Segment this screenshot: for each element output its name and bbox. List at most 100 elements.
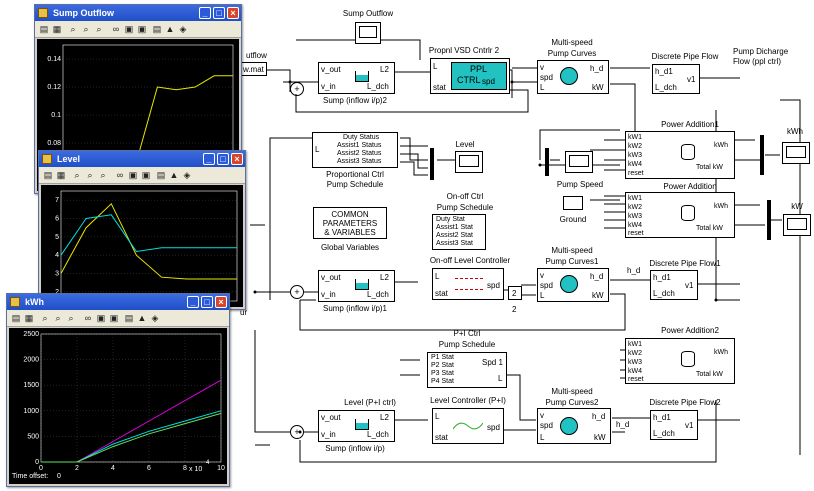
close-icon[interactable]: × <box>215 296 227 308</box>
lock-icon[interactable]: ▲ <box>165 24 175 34</box>
pump-speed-label: Pump Speed <box>556 180 604 189</box>
save-axes-icon[interactable]: ▣ <box>96 313 106 323</box>
parameters-icon[interactable]: ▤ <box>152 24 162 34</box>
sump-block-top[interactable]: v_out v_in L2 L_dch <box>318 62 395 94</box>
restore-axes-icon[interactable]: ▣ <box>137 24 147 34</box>
level-ctrl-pi-block[interactable]: L stat spd <box>432 408 504 444</box>
zoom-x-icon[interactable]: ⌕ <box>83 24 89 34</box>
kw-scope[interactable] <box>783 214 811 236</box>
zoom-icon[interactable]: ⌕ <box>42 313 48 323</box>
y-tick-label: 0 <box>35 459 39 466</box>
minimize-icon[interactable]: _ <box>203 153 215 165</box>
workspace-mat-block[interactable]: w.mat <box>241 62 267 76</box>
zoom-icon[interactable]: ⌕ <box>74 170 80 180</box>
y-tick-label: 2 <box>55 289 59 296</box>
sump-top-label: Sump (inflow i/p)2 <box>322 96 388 105</box>
zoom-x-icon[interactable]: ⌕ <box>87 170 93 180</box>
zoom-icon[interactable]: ⌕ <box>70 24 76 34</box>
print-icon[interactable]: ▤ <box>39 24 49 34</box>
level-pi-label: Level (P+I ctrl) <box>344 398 396 407</box>
kwh-mux[interactable] <box>760 135 764 175</box>
level-titlebar[interactable]: Level _ □ × <box>39 151 245 167</box>
x-tick-label: 8 <box>183 465 187 472</box>
onoff-level-ctrl-block[interactable]: L stat spd <box>432 268 504 300</box>
restore-axes-icon[interactable]: ▣ <box>109 313 119 323</box>
floating-scope-icon[interactable]: ◈ <box>151 313 159 323</box>
pump-curves-block[interactable]: v spd L h_d kW <box>537 60 609 94</box>
save-axes-icon[interactable]: ▣ <box>124 24 134 34</box>
common-parameters-block[interactable]: COMMON PARAMETERS & VARIABLES <box>313 207 387 239</box>
sump-block-mid[interactable]: v_out v_in L2 L_dch <box>318 270 395 302</box>
minimize-icon[interactable]: _ <box>187 296 199 308</box>
proportional-schedule-block[interactable]: Duty Status Assist1 Status Assist2 Statu… <box>312 132 398 168</box>
zoom-y-icon[interactable]: ⌕ <box>100 170 106 180</box>
lock-icon[interactable]: ▲ <box>137 313 147 323</box>
ur-label: ur <box>240 308 248 317</box>
multispeed1-title: Multi-speed <box>551 246 593 255</box>
gain-2-block[interactable]: 2 <box>508 286 522 300</box>
bot-v-in-port: v_in <box>321 430 336 439</box>
onoff-schedule-block[interactable]: Duty Stat Assist1 Stat Assist2 Stat Assi… <box>432 214 486 250</box>
parameters-icon[interactable]: ▤ <box>156 170 166 180</box>
floating-scope-icon[interactable]: ◈ <box>179 24 187 34</box>
discrete-pipe-block-bottom[interactable]: h_d1 L_dch v1 <box>650 410 698 440</box>
discrete-pipe-block-mid[interactable]: h_d1 L_dch v1 <box>650 270 698 300</box>
wmat-label: w.mat <box>243 65 264 74</box>
maximize-icon[interactable]: □ <box>201 296 213 308</box>
maximize-icon[interactable]: □ <box>217 153 229 165</box>
plot-frame <box>40 333 222 463</box>
close-icon[interactable]: × <box>231 153 243 165</box>
power-addition2-block[interactable]: kW1 kW2 kW3 kW4 reset kWh Total kW <box>625 338 735 384</box>
zoom-y-icon[interactable]: ⌕ <box>96 24 102 34</box>
maximize-icon[interactable]: □ <box>213 7 225 19</box>
pump-speed-scope[interactable] <box>565 151 593 173</box>
scope-window-icon <box>42 154 52 164</box>
pa2-kw4-port: kW4 <box>628 368 642 375</box>
level-scope[interactable] <box>455 151 483 173</box>
properties-icon[interactable]: ▦ <box>52 24 62 34</box>
minimize-icon[interactable]: _ <box>199 7 211 19</box>
pump-curves1-block[interactable]: v spd L h_d kW <box>537 268 609 302</box>
binoculars-icon[interactable]: ∞ <box>84 313 92 323</box>
print-icon[interactable]: ▤ <box>43 170 53 180</box>
sum-block-top[interactable]: + <box>290 82 304 96</box>
print-icon[interactable]: ▤ <box>11 313 21 323</box>
time-offset-label: Time offset: <box>12 473 49 480</box>
zoom-y-icon[interactable]: ⌕ <box>68 313 74 323</box>
level-window[interactable]: Level _ □ × ▤ ▦ ⌕ ⌕ ⌕ ∞ ▣ ▣ ▤ ▲ ◈ 765432 <box>38 150 246 310</box>
restore-axes-icon[interactable]: ▣ <box>141 170 151 180</box>
level-mux[interactable] <box>430 148 434 180</box>
ppl-ctrl-block[interactable]: L stat PPL CTRL spd <box>430 58 510 94</box>
pa2-kw3-port: kW3 <box>628 359 642 366</box>
kwh-titlebar[interactable]: kWh _ □ × <box>7 294 229 310</box>
zoom-x-icon[interactable]: ⌕ <box>55 313 61 323</box>
sump-outflow-titlebar[interactable]: Sump Outflow _ □ × <box>35 5 241 21</box>
discrete-pipe-block-top[interactable]: h_d1 L_dch v1 <box>652 64 700 94</box>
save-axes-icon[interactable]: ▣ <box>128 170 138 180</box>
sump-block-bottom[interactable]: v_out v_in L2 L_dch <box>318 410 395 442</box>
lock-icon[interactable]: ▲ <box>169 170 179 180</box>
gain-2-label: 2 <box>512 305 517 314</box>
properties-icon[interactable]: ▦ <box>24 313 34 323</box>
sum-block-bottom[interactable]: + <box>290 425 304 439</box>
pump-curves2-block[interactable]: v spd L h_d kW <box>537 408 611 444</box>
pi-schedule-block[interactable]: P1 Stat P2 Stat P3 Stat P4 Stat Spd 1 L <box>427 352 507 388</box>
binoculars-icon[interactable]: ∞ <box>112 24 120 34</box>
sump-outflow-scope[interactable] <box>355 22 381 44</box>
binoculars-icon[interactable]: ∞ <box>116 170 124 180</box>
ground-block[interactable] <box>563 196 583 210</box>
flow-ppl-label: Flow (ppl ctrl) <box>733 57 782 66</box>
properties-icon[interactable]: ▦ <box>56 170 66 180</box>
time-offset-value: 0 <box>57 473 61 480</box>
parameters-icon[interactable]: ▤ <box>124 313 134 323</box>
close-icon[interactable]: × <box>227 7 239 19</box>
kwh-scope[interactable] <box>782 142 810 164</box>
floating-scope-icon[interactable]: ◈ <box>183 170 191 180</box>
kw-mux[interactable] <box>767 200 771 240</box>
sum-block-mid[interactable]: + <box>290 285 304 299</box>
pump-speed-mux[interactable] <box>545 148 549 176</box>
power-addition1-block[interactable]: kW1 kW2 kW3 kW4 reset kWh Total kW <box>625 131 735 179</box>
power-addition-block[interactable]: kW1 kW2 kW3 kW4 reset kWh Total kW <box>625 192 735 238</box>
